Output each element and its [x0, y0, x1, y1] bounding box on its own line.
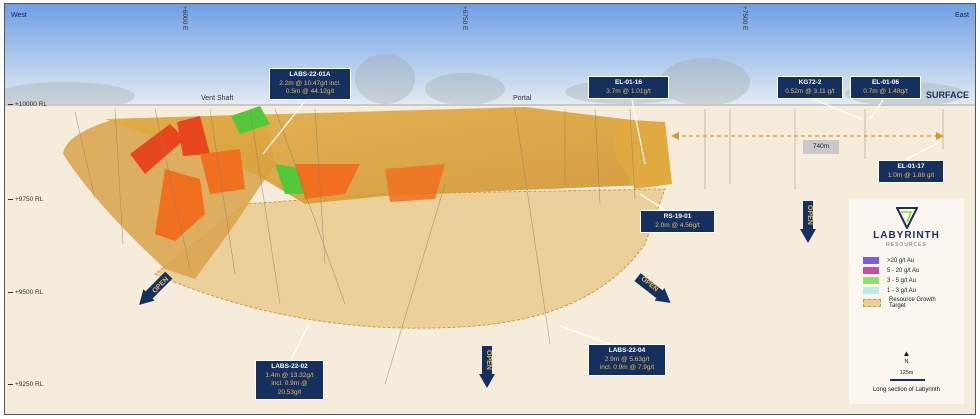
arrow-icon	[634, 273, 671, 303]
callout-title: EL-01-16	[614, 79, 643, 86]
callout-labs-22-04: LABS-22-04 2.9m @ 5.63g/t incl. 0.9m @ 7…	[588, 344, 666, 376]
legend-label: 3 - 5 g/t Au	[887, 277, 917, 284]
open-arrow-southwest: OPEN	[133, 269, 174, 310]
callout-labs-22-01a: LABS-22-01A 2.2m @ 10.47g/t incl. 0.5m @…	[269, 68, 351, 100]
high-grade-zone	[155, 169, 205, 241]
legend-swatch	[863, 257, 879, 264]
callout-value: 2.0m @ 4.56g/t	[655, 221, 700, 229]
legend: LABYRINTH RESOURCES >20 g/t Au 5 - 20 g/…	[849, 199, 964, 404]
legend-label: >20 g/t Au	[887, 257, 915, 264]
elevation-label: +10000 RL	[8, 101, 47, 108]
callout-value: 2.2m @ 10.47g/t incl.	[279, 79, 341, 87]
easting-label: +7500 E	[741, 6, 748, 31]
arrow-head-left	[671, 132, 679, 140]
legend-item: 1 - 3 g/t Au	[863, 287, 964, 294]
callout-leaders	[262, 99, 941, 361]
callout-value: incl. 0.9m @ 7.9g/t	[599, 364, 655, 371]
surface-label: SURFACE	[926, 90, 970, 100]
arrow-icon	[139, 271, 173, 305]
callout-title: EL-01-06	[871, 79, 900, 86]
elevation-label: +9500 RL	[8, 289, 43, 296]
callout-value: 1.0m @ 1.88 g/t	[887, 171, 935, 179]
east-label: East	[955, 12, 970, 19]
callout-title: LABS-22-02	[271, 363, 308, 370]
legend-label: 1 - 3 g/t Au	[887, 287, 917, 294]
callout-value: 3.7m @ 1.01g/t	[606, 87, 651, 95]
arrow-head-right	[936, 132, 944, 140]
portal-label: Portal	[513, 95, 532, 102]
north-label: N	[904, 359, 909, 365]
legend-items: >20 g/t Au 5 - 20 g/t Au 3 - 5 g/t Au 1 …	[849, 254, 964, 309]
resource-growth-target	[154, 188, 666, 329]
legend-swatch	[863, 287, 879, 294]
legend-label: 5 - 20 g/t Au	[887, 267, 920, 274]
open-arrow-down-east: OPEN	[800, 201, 816, 243]
callout-rs-19-01: RS-19-01 2.0m @ 4.56g/t	[640, 210, 715, 233]
callout-el-01-16: EL-01-16 3.7m @ 1.01g/t	[588, 76, 669, 99]
labyrinth-logo-icon	[896, 207, 918, 229]
legend-swatch	[863, 299, 881, 307]
long-section-diagram: West East +6000 E +6750 E +7500 E +10000…	[4, 3, 976, 415]
high-grade-zone	[130, 124, 185, 174]
callout-value: 2.9m @ 5.63g/t	[604, 355, 650, 363]
legend-swatch	[863, 267, 879, 274]
high-grade-zone	[177, 116, 210, 156]
legend-item: >20 g/t Au	[863, 257, 964, 264]
scale-bar	[890, 379, 925, 381]
distance-label: 740m	[803, 140, 839, 154]
callout-title: EL-01-17	[897, 163, 925, 170]
callout-kg72-2: KG72-2 0.52m @ 3.11 g/t	[777, 76, 843, 99]
callout-value: incl. 0.9m @	[271, 380, 308, 387]
callout-labs-22-02: LABS-22-02 1.4m @ 13.32g/t incl. 0.9m @ …	[255, 360, 324, 400]
legend-label: Resource Growth Target	[889, 297, 936, 309]
legend-item: Resource Growth Target	[863, 297, 964, 309]
callout-title: LABS-22-04	[608, 347, 646, 354]
elevation-label: +9250 RL	[8, 381, 43, 388]
easting-label: +6000 E	[181, 6, 188, 31]
north-arrow-icon: ▲	[902, 349, 911, 358]
drill-holes	[74, 108, 944, 385]
callout-value: 0.7m @ 1.48g/t	[863, 87, 908, 95]
easting-label: +6750 E	[461, 6, 468, 31]
open-label: OPEN	[806, 205, 813, 225]
west-label: West	[11, 12, 27, 19]
callout-value: 1.4m @ 13.32g/t	[265, 371, 314, 379]
high-grade-zone	[231, 106, 270, 134]
callout-el-01-06: EL-01-06 0.7m @ 1.48g/t	[850, 76, 921, 99]
callout-title: RS-19-01	[663, 213, 692, 220]
high-grade-zone	[200, 149, 245, 194]
callout-value: 0.5m @ 44.12g/t	[285, 88, 335, 95]
elevation-label: +9750 RL	[8, 196, 43, 203]
open-arrow-southeast: OPEN	[633, 271, 676, 309]
legend-caption: Long section of Labyrinth	[872, 387, 941, 393]
logo-subtitle: RESOURCES	[886, 242, 927, 248]
open-arrow-down: OPEN	[479, 346, 495, 388]
legend-swatch	[863, 277, 879, 284]
callout-el-01-17: EL-01-17 1.0m @ 1.88 g/t	[878, 160, 944, 183]
high-grade-zone	[295, 164, 360, 199]
arrow-icon	[800, 201, 816, 243]
callout-title: LABS-22-01A	[289, 71, 331, 78]
legend-item: 5 - 20 g/t Au	[863, 267, 964, 274]
high-grade-zone	[385, 164, 445, 202]
callout-title: KG72-2	[798, 79, 822, 86]
vent-shaft-label: Vent Shaft	[201, 95, 234, 102]
callout-value: 0.52m @ 3.11 g/t	[785, 87, 835, 95]
arrow-icon	[479, 346, 495, 388]
open-label: OPEN	[485, 350, 492, 370]
callout-value: 20.53g/t	[277, 388, 302, 396]
scale-label: 125m	[899, 370, 914, 376]
legend-item: 3 - 5 g/t Au	[863, 277, 964, 284]
logo-name: LABYRINTH	[873, 230, 940, 241]
